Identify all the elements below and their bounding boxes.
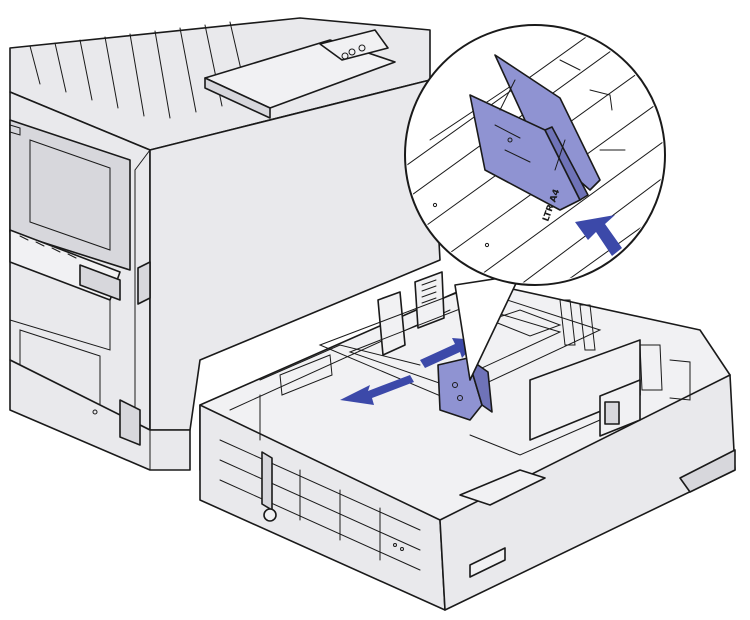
guide-magnified xyxy=(469,54,601,211)
paper-tray xyxy=(199,271,736,611)
tray-lever xyxy=(261,451,277,522)
side-door xyxy=(9,229,121,411)
arrow-pointer-icon xyxy=(575,215,622,256)
arrow-left-icon xyxy=(340,375,414,405)
magnifier-detail: LTR A4 xyxy=(407,27,663,283)
arrow-right-icon xyxy=(420,338,478,368)
magnifier-callout: LTR A4 xyxy=(404,24,666,381)
slide-arrows xyxy=(340,338,478,405)
printer-body xyxy=(9,17,441,471)
operator-panel xyxy=(204,29,396,119)
